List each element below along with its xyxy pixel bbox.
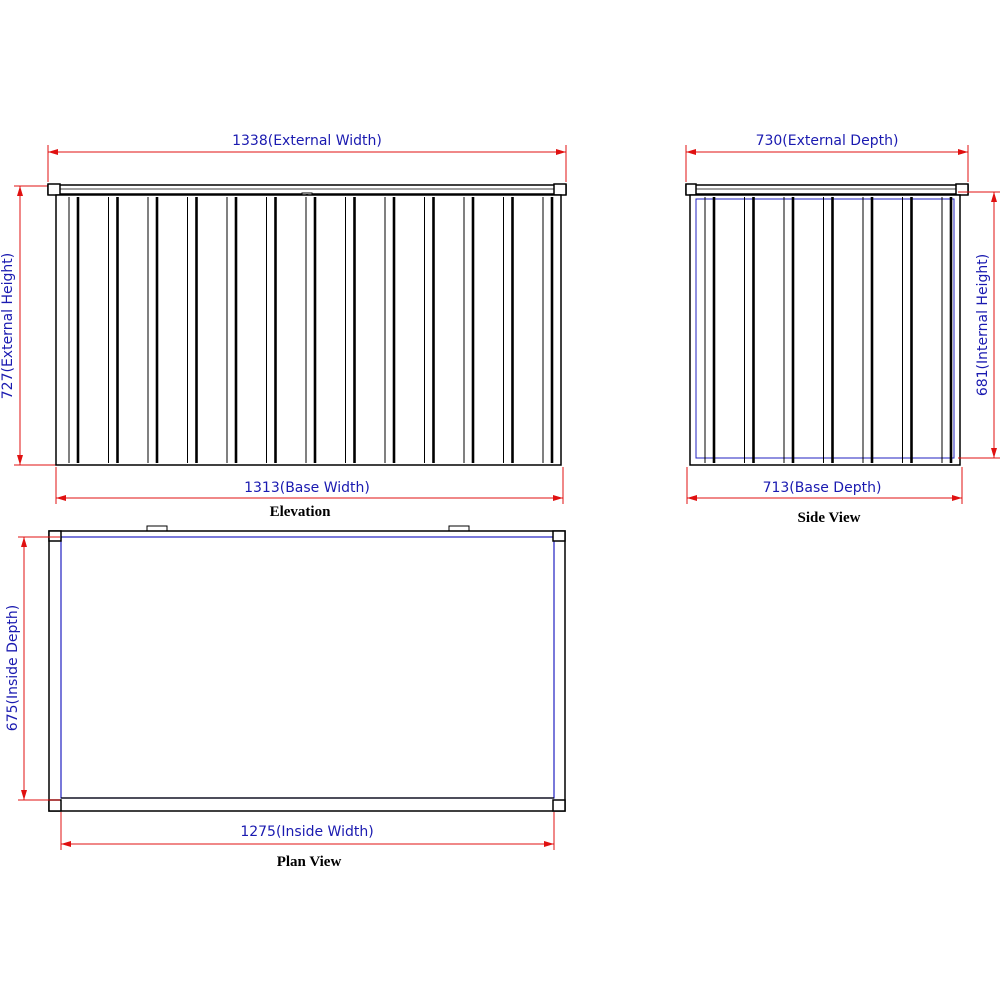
side-base-depth-label: 713(Base Depth) bbox=[763, 480, 882, 496]
side-internal-height-label: 681(Internal Height) bbox=[975, 254, 991, 396]
plan-inside-width-label: 1275(Inside Width) bbox=[240, 824, 373, 840]
plan-view-caption: Plan View bbox=[277, 854, 342, 870]
elevation-corrugation bbox=[68, 197, 554, 463]
elevation-body bbox=[55, 194, 562, 466]
side-base-depth-dimension: 713(Base Depth) bbox=[686, 467, 963, 504]
plan-corner-post bbox=[552, 799, 566, 812]
plan-view: 675(Inside Depth) 1275(Inside Width) Pla… bbox=[5, 525, 566, 870]
elevation-external-width-dimension: 1338(External Width) bbox=[47, 133, 567, 182]
elevation-base-width-label: 1313(Base Width) bbox=[244, 480, 370, 496]
side-view-caption: Side View bbox=[798, 510, 861, 526]
plan-inside-width-dimension: 1275(Inside Width) bbox=[60, 812, 555, 850]
side-external-depth-dimension: 730(External Depth) bbox=[685, 133, 969, 182]
elevation-caption: Elevation bbox=[270, 504, 331, 520]
side-lid bbox=[685, 184, 969, 195]
elevation-base-width-dimension: 1313(Base Width) bbox=[55, 467, 564, 504]
side-body bbox=[689, 194, 961, 466]
plan-outer-frame bbox=[48, 530, 566, 812]
plan-inside-depth-dimension: 675(Inside Depth) bbox=[5, 536, 60, 801]
plan-corner-post bbox=[48, 799, 62, 812]
elevation-external-height-label: 727(External Height) bbox=[0, 253, 16, 399]
side-inner-outline bbox=[695, 198, 955, 459]
side-internal-height-dimension: 681(Internal Height) bbox=[958, 191, 1000, 459]
elevation-external-width-label: 1338(External Width) bbox=[232, 133, 382, 149]
side-corrugation bbox=[704, 197, 953, 463]
elevation-view: 1338(External Width) 727(External Height… bbox=[0, 133, 567, 520]
plan-corner-post bbox=[552, 530, 566, 542]
plan-inside-depth-label: 675(Inside Depth) bbox=[5, 605, 21, 731]
side-external-depth-label: 730(External Depth) bbox=[756, 133, 899, 149]
elevation-external-height-dimension: 727(External Height) bbox=[0, 185, 56, 466]
side-view: 730(External Depth) 681(Internal Height) bbox=[685, 133, 1000, 526]
plan-corner-post bbox=[48, 530, 62, 542]
